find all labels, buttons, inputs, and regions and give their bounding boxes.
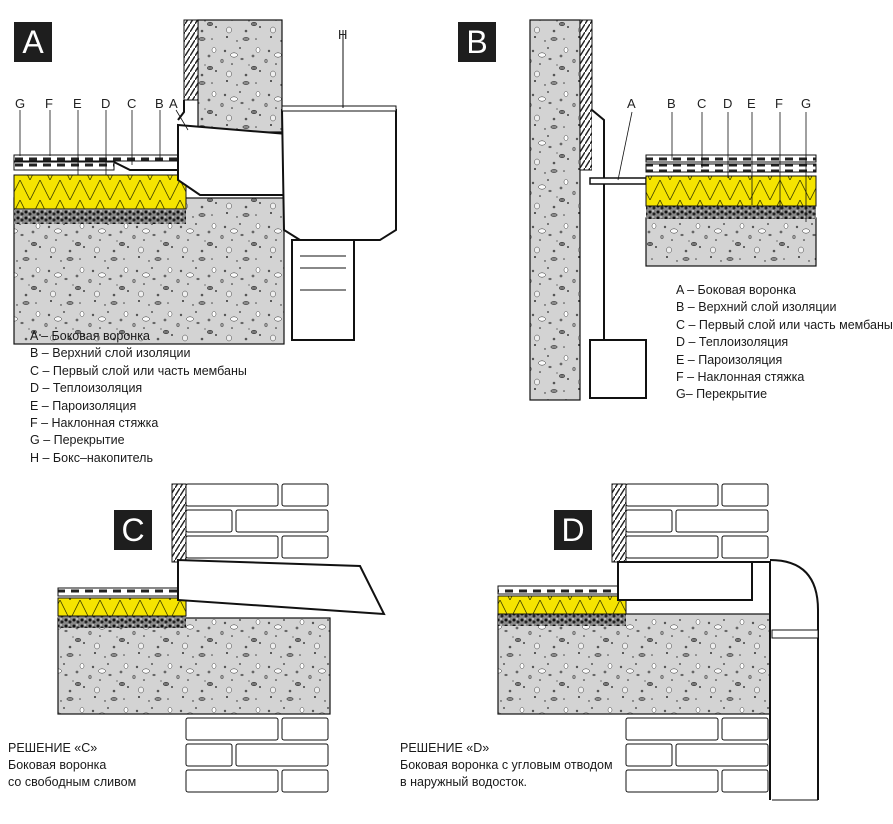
legend-item: H – Бокс–накопитель (30, 450, 153, 465)
panel-b-letter-d: D (723, 96, 733, 111)
legend-item: G – Перекрытие (30, 433, 125, 448)
panel-d-badge: D (554, 510, 592, 550)
panel-a-drawing (13, 19, 397, 345)
legend-item: C – Первый слой или часть мембаны (676, 317, 893, 332)
legend-item: D – Теплоизоляция (30, 381, 143, 396)
panel-b-letter-e: E (747, 96, 756, 111)
legend-item: F – Наклонная стяжка (676, 370, 805, 385)
legend-item: E – Пароизоляция (676, 352, 783, 367)
legend-item: D – Теплоизоляция (676, 335, 789, 350)
legend-item: B – Верхний слой изоляции (676, 300, 837, 315)
legend-item: E – Пароизоляция (30, 398, 137, 413)
panel-a-letter-g: G (15, 96, 26, 111)
panel-b-letter-ticks (617, 111, 807, 222)
caption-line: в наружный водосток. (400, 775, 528, 789)
legend-item: G– Перекрытие (676, 387, 768, 402)
panel-a-letter-h: H (338, 27, 348, 42)
legend-item: A – Боковая воронка (30, 329, 150, 343)
panel-a-letter-f: F (45, 96, 53, 111)
panel-b-letter-g: G (801, 96, 812, 111)
caption-line: РЕШЕНИЕ «D» (400, 741, 490, 755)
panel-a-letter-b: B (155, 96, 164, 111)
panel-b-letter-a: A (627, 96, 636, 111)
panel-d-drawing (497, 483, 819, 801)
panel-b-badge: B (458, 22, 496, 62)
panel-c-drawing (57, 483, 386, 793)
panel-c-badge: C (114, 510, 152, 550)
caption-line: РЕШЕНИЕ «С» (8, 741, 98, 755)
panel-a-letter-a: A (169, 96, 178, 111)
legend-item: B – Верхний слой изоляции (30, 346, 191, 361)
panel-d-caption: РЕШЕНИЕ «D» Боковая воронка с угловым от… (400, 740, 613, 791)
panel-b-letter-c: C (697, 96, 707, 111)
panel-a-letter-d: D (101, 96, 111, 111)
panel-b-letter-f: F (775, 96, 783, 111)
caption-line: со свободным сливом (8, 775, 137, 789)
legend-item: A – Боковая воронка (676, 283, 796, 297)
panel-a-letter-e: E (73, 96, 82, 111)
panel-a-letter-ticks (19, 109, 189, 175)
legend-item: F – Наклонная стяжка (30, 416, 159, 431)
panel-a-badge: A (14, 22, 52, 62)
caption-line: Боковая воронка (8, 758, 107, 772)
legend-item: C – Первый слой или часть мембаны (30, 363, 247, 378)
caption-line: Боковая воронка с угловым отводом (400, 758, 613, 772)
panel-b-drawing (529, 19, 817, 401)
panel-a-legend: A – Боковая воронка B – Верхний слой изо… (30, 328, 247, 467)
panel-a-letter-c: C (127, 96, 137, 111)
panel-b-legend: A – Боковая воронка B – Верхний слой изо… (676, 282, 893, 404)
panel-b-letter-b: B (667, 96, 676, 111)
panel-c-caption: РЕШЕНИЕ «С» Боковая воронка со свободным… (8, 740, 136, 791)
